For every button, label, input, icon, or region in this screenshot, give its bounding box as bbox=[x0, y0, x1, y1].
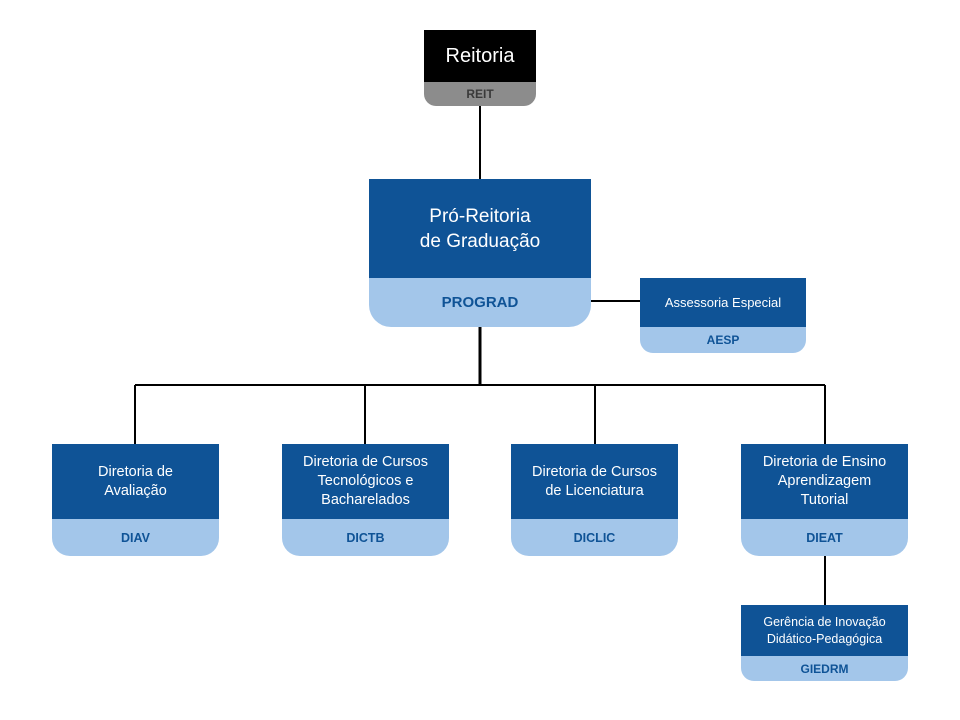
node-title-line: Diretoria de Cursos bbox=[303, 454, 428, 470]
node-reitoria: Reitoria REIT bbox=[424, 30, 536, 106]
node-diav: Diretoria de Avaliação DIAV bbox=[52, 444, 219, 556]
node-acronym: GIEDRM bbox=[741, 656, 908, 681]
node-title: Assessoria Especial bbox=[664, 295, 782, 310]
node-title-line: Diretoria de Cursos bbox=[532, 463, 657, 480]
node-giedrm: Gerência de Inovação Didático-Pedagógica… bbox=[741, 605, 908, 681]
node-title-line: Aprendizagem bbox=[777, 473, 872, 489]
node-acronym: AESP bbox=[640, 327, 806, 353]
node-prograd: Pró-Reitoria de Graduação PROGRAD bbox=[369, 179, 591, 327]
node-acronym: PROGRAD bbox=[369, 278, 591, 327]
node-title-line: Tutorial bbox=[800, 492, 849, 508]
node-title-box: Diretoria de Cursos Tecnológicos e Bacha… bbox=[282, 444, 449, 519]
node-title: Reitoria bbox=[445, 44, 515, 67]
node-title-box: Gerência de Inovação Didático-Pedagógica bbox=[741, 605, 908, 656]
node-acronym: DICTB bbox=[282, 519, 449, 556]
node-title-line: Diretoria de Ensino bbox=[762, 454, 887, 470]
node-dictb: Diretoria de Cursos Tecnológicos e Bacha… bbox=[282, 444, 449, 556]
node-title-box: Assessoria Especial bbox=[640, 278, 806, 327]
node-title-box: Diretoria de Ensino Aprendizagem Tutoria… bbox=[741, 444, 908, 519]
node-title-box: Pró-Reitoria de Graduação bbox=[369, 179, 591, 278]
node-title-line: Avaliação bbox=[104, 482, 167, 499]
node-title-line: de Graduação bbox=[419, 230, 541, 252]
node-acronym: DIEAT bbox=[741, 519, 908, 556]
node-title-line: Didático-Pedagógica bbox=[766, 631, 883, 646]
node-title-box: Reitoria bbox=[424, 30, 536, 82]
node-title-line: Pró-Reitoria bbox=[429, 205, 531, 227]
node-acronym: DICLIC bbox=[511, 519, 678, 556]
node-title-line: Bacharelados bbox=[321, 492, 410, 508]
node-title-line: Diretoria de bbox=[98, 463, 173, 480]
node-diclic: Diretoria de Cursos de Licenciatura DICL… bbox=[511, 444, 678, 556]
node-title-line: Tecnológicos e bbox=[317, 473, 414, 489]
node-title-box: Diretoria de Cursos de Licenciatura bbox=[511, 444, 678, 519]
node-acronym: REIT bbox=[424, 82, 536, 106]
node-aesp: Assessoria Especial AESP bbox=[640, 278, 806, 353]
node-title-line: Gerência de Inovação bbox=[763, 614, 886, 629]
node-dieat: Diretoria de Ensino Aprendizagem Tutoria… bbox=[741, 444, 908, 556]
node-title-line: de Licenciatura bbox=[545, 482, 644, 499]
node-acronym: DIAV bbox=[52, 519, 219, 556]
node-title-box: Diretoria de Avaliação bbox=[52, 444, 219, 519]
